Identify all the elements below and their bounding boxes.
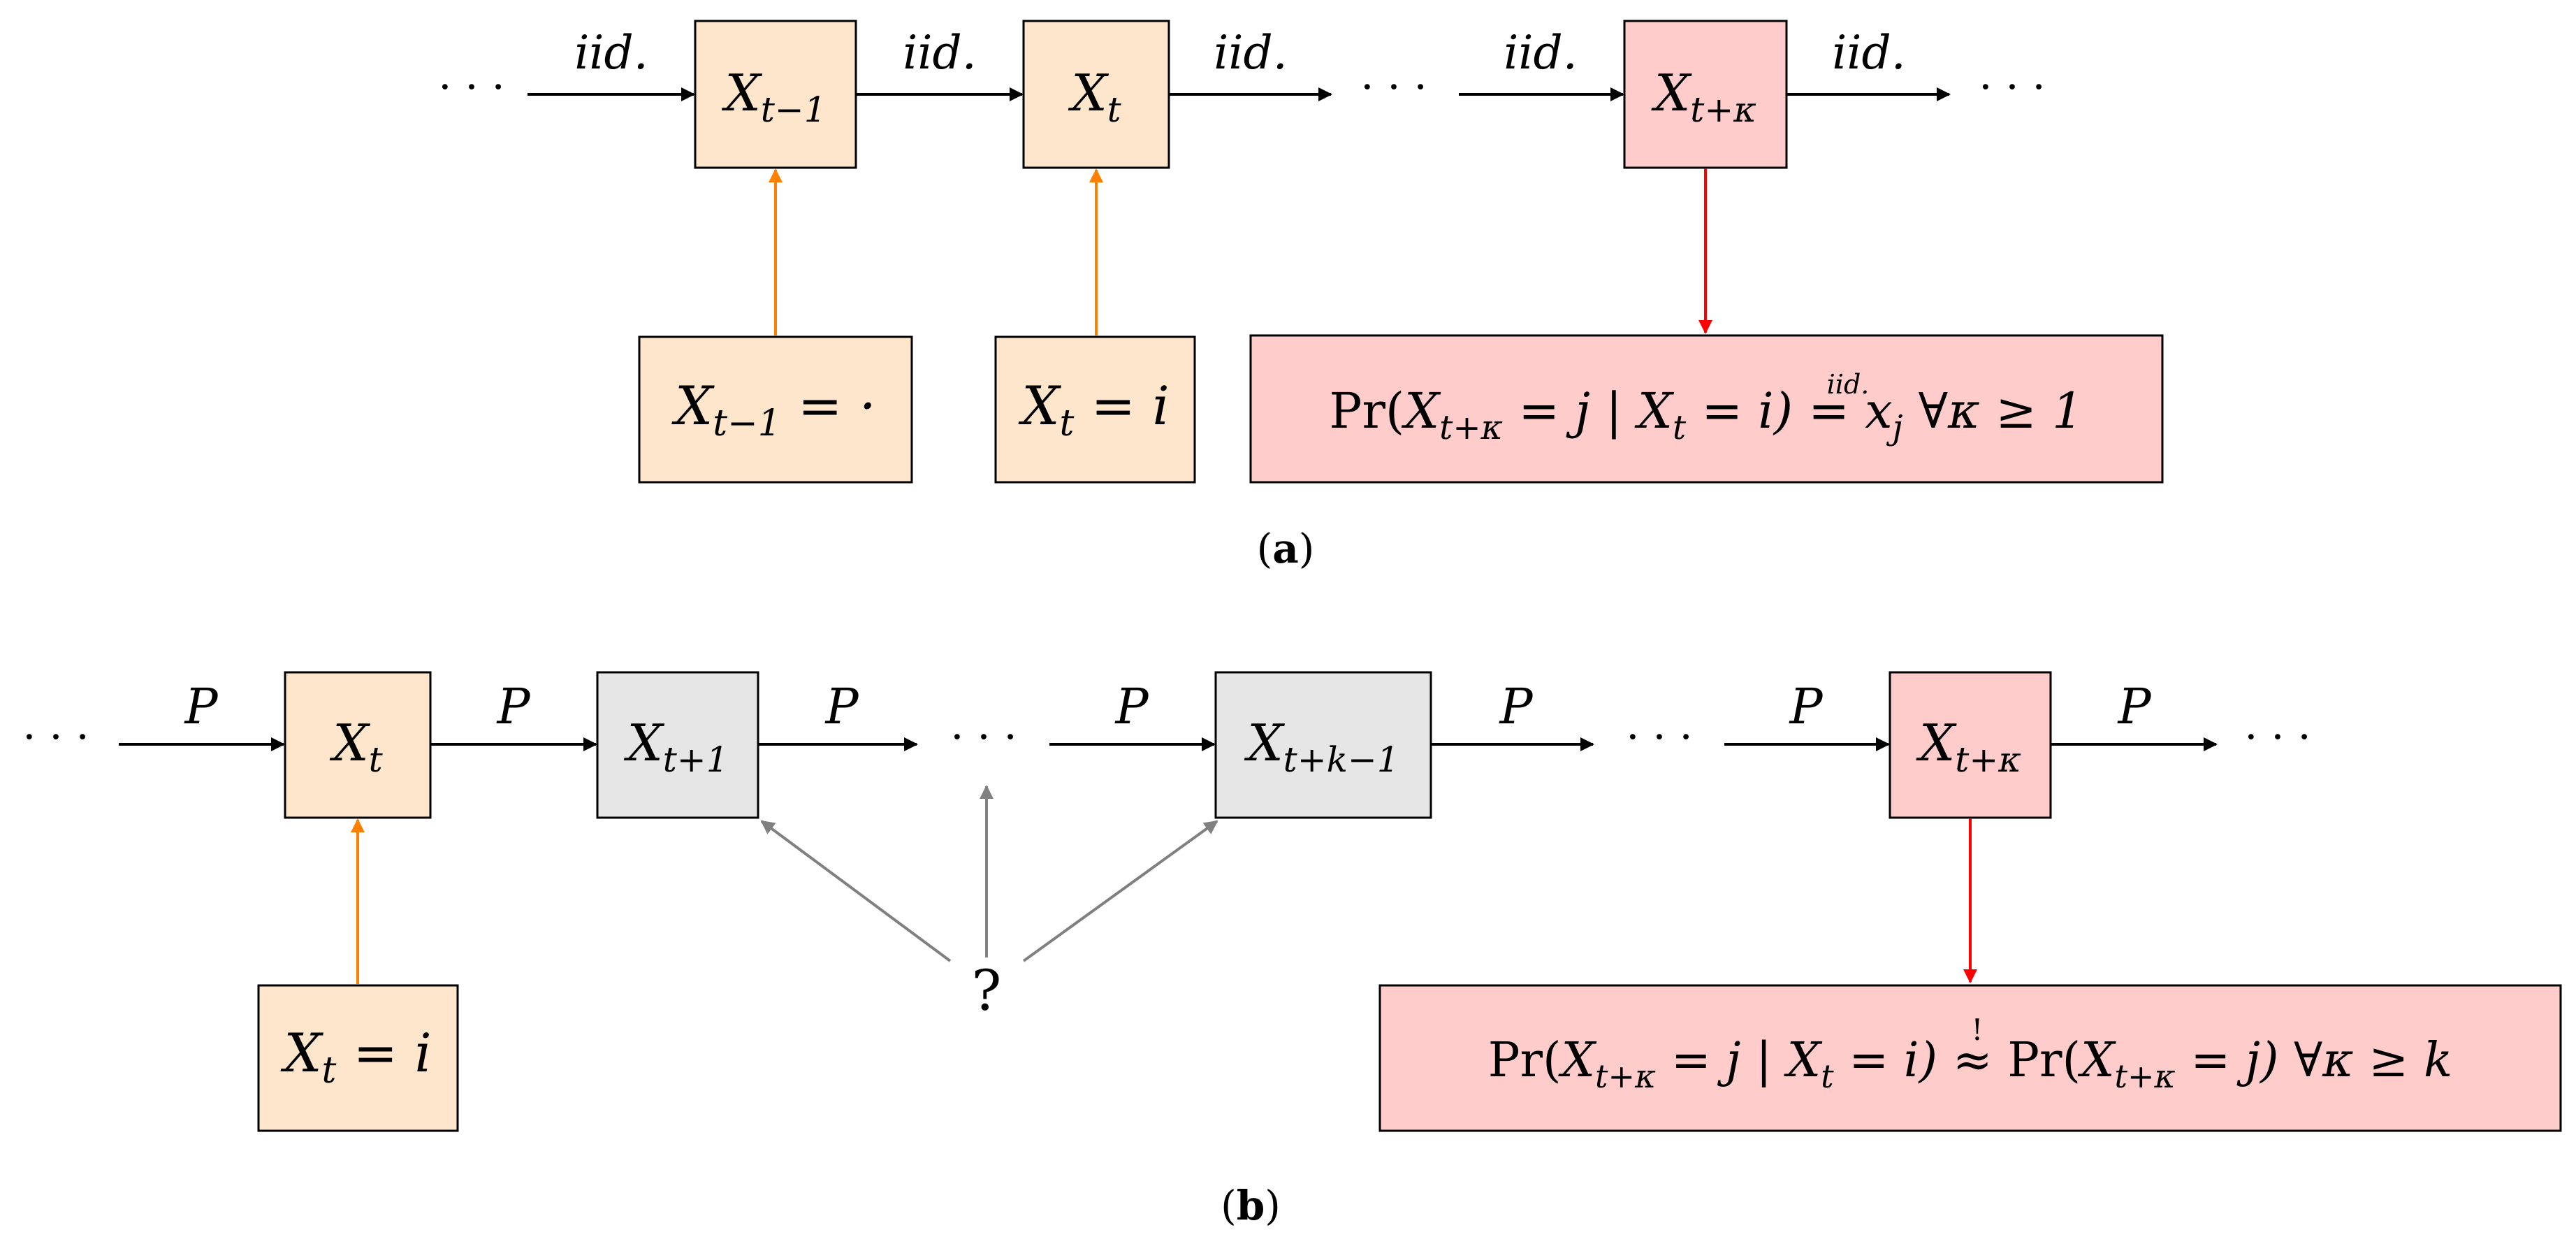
ellipsis-b-right: · · · (2244, 713, 2311, 762)
node-label-b-x-t-plus-k-minus-1: Xt+k−1 (1244, 714, 1399, 780)
formula-b: Pr(Xt+κ = j | Xt = i) ≈ Pr(Xt+κ = j) ∀κ … (1488, 1033, 2452, 1095)
caption-a: (a) (1257, 525, 1315, 572)
node-label-x-t-plus-kappa: Xt+κ (1651, 64, 1756, 130)
question-arrow-3 (1022, 820, 1218, 962)
node-x-t (1022, 20, 1170, 169)
question-arrow-1 (760, 820, 952, 962)
node-b-x-t-plus-1 (596, 671, 759, 819)
node-label-x-t-minus-1: Xt−1 (721, 64, 826, 130)
node-label-b-x-t: Xt (329, 714, 383, 780)
observation-b-x-t (257, 984, 459, 1132)
observation-label-x-t-minus-1: Xt−1 = · (671, 375, 876, 444)
ellipsis-b-middle-1: · · · (950, 713, 1017, 762)
node-b-x-t-plus-kappa (1889, 671, 2052, 819)
node-label-x-t: Xt (1068, 64, 1121, 130)
edge-label-b-4: P (1114, 678, 1149, 735)
ellipsis-a-left: · · · (438, 63, 504, 112)
prediction-formula-box-b (1378, 984, 2562, 1132)
node-b-x-t (284, 671, 432, 819)
observation-x-t (994, 335, 1196, 484)
edge-label-a-1: iid. (574, 26, 648, 80)
prediction-formula-box (1249, 334, 2164, 484)
edge-label-b-2: P (495, 678, 531, 735)
edge-label-b-3: P (824, 678, 859, 735)
edge-label-b-1: P (183, 678, 219, 735)
edge-label-a-5: iid. (1832, 26, 1905, 80)
edge-label-b-5: P (1498, 678, 1534, 735)
exclamation-over-approx-label: ! (1972, 1013, 1984, 1047)
formula-a: Pr(Xt+κ = j | Xt = i) = xj ∀κ ≥ 1 (1329, 382, 2083, 447)
edge-label-a-2: iid. (903, 26, 976, 80)
observation-x-t-minus-1 (638, 335, 913, 484)
node-label-b-x-t-plus-kappa: Xt+κ (1916, 714, 2021, 780)
edge-label-b-7: P (2116, 678, 2152, 735)
node-label-b-x-t-plus-1: Xt+1 (623, 714, 728, 780)
panel-b: · · · · · · · · · · · · P P P P P P P Xt… (22, 671, 2562, 1229)
node-x-t-plus-kappa (1623, 20, 1788, 169)
panel-a: · · · · · · · · · iid. iid. iid. iid. ii… (438, 20, 2164, 572)
question-mark: ? (972, 958, 1002, 1023)
edge-label-b-6: P (1788, 678, 1824, 735)
observation-label-b-x-t: Xt = i (280, 1022, 431, 1092)
node-x-t-minus-1 (694, 20, 857, 169)
caption-b: (b) (1221, 1182, 1281, 1229)
observation-label-x-t: Xt = i (1018, 375, 1169, 444)
ellipsis-b-middle-2: · · · (1626, 713, 1692, 762)
edge-label-a-4: iid. (1504, 26, 1577, 80)
ellipsis-b-left: · · · (22, 713, 89, 762)
ellipsis-a-right: · · · (1979, 63, 2045, 112)
edge-label-a-3: iid. (1214, 26, 1287, 80)
ellipsis-a-middle: · · · (1360, 63, 1427, 112)
iid-over-equals-label: iid. (1827, 369, 1870, 400)
node-b-x-t-plus-k-minus-1 (1214, 671, 1432, 819)
